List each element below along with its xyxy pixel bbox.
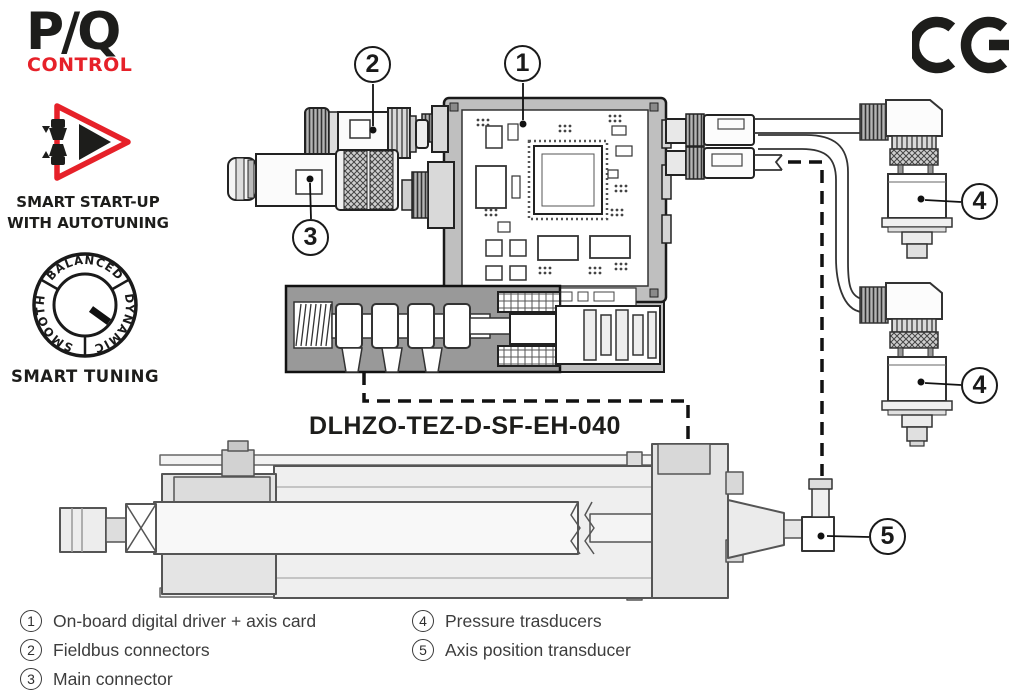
main-connector	[227, 149, 399, 211]
callout-4b: 4	[961, 367, 998, 404]
piston-rod	[153, 501, 579, 555]
smart-tuning-label: SMART TUNING	[11, 367, 159, 386]
dashed-connections	[362, 160, 824, 476]
ce-mark-icon	[912, 16, 1009, 74]
valve-spring	[295, 303, 332, 347]
position-transducer-housing	[727, 499, 785, 559]
play-triangle-plug-icon	[42, 103, 131, 181]
cable-to-position-transducer-link	[788, 160, 824, 476]
smart-startup-line1: SMART START-UP	[16, 193, 160, 211]
solenoid-coil-top	[497, 291, 561, 313]
legend-num-5: 5	[412, 639, 434, 661]
knob-pointer	[88, 306, 112, 325]
legend-num-4: 4	[412, 610, 434, 632]
product-code: DLHZO-TEZ-D-SF-EH-040	[309, 412, 621, 440]
position-transducer-connector	[801, 516, 835, 552]
legend-label-3: Main connector	[53, 668, 173, 689]
callout-leaders	[306, 83, 962, 540]
legend-label-1: On-board digital driver + axis card	[53, 610, 317, 631]
driver-housing	[401, 96, 672, 373]
valve-to-cylinder-link	[362, 372, 690, 441]
pq-logo-text: P/Q	[26, 2, 121, 62]
legend-num-1: 1	[20, 610, 42, 632]
legend-item-5: 5 Axis position transducer	[412, 639, 631, 661]
valve-drawing	[284, 284, 661, 374]
smart-startup-badge: SMART START-UP WITH AUTOTUNING	[0, 96, 176, 234]
legend-label-4: Pressure trasducers	[445, 610, 602, 631]
smart-startup-line2: WITH AUTOTUNING	[7, 214, 169, 232]
m12-cable-plug-top	[665, 113, 755, 147]
legend-num-2: 2	[20, 639, 42, 661]
legend-item-4: 4 Pressure trasducers	[412, 610, 631, 632]
callout-1: 1	[504, 45, 541, 82]
smart-tuning-badge: BALANCED DYNAMIC SMOOTH SMART TUNING	[0, 249, 170, 386]
callout-4a: 4	[961, 183, 998, 220]
legend-item-1: 1 On-board digital driver + axis card	[20, 610, 316, 632]
legend-label-5: Axis position transducer	[445, 639, 631, 660]
legend-column-1: 1 On-board digital driver + axis card 2 …	[20, 610, 316, 697]
pcb-board	[461, 109, 649, 307]
callout-2: 2	[354, 46, 391, 83]
callout-5: 5	[869, 518, 906, 555]
legend-num-3: 3	[20, 668, 42, 690]
legend-item-2: 2 Fieldbus connectors	[20, 639, 316, 661]
legend-item-3: 3 Main connector	[20, 668, 316, 690]
solenoid-coil-bottom	[497, 345, 561, 367]
pq-control-text: CONTROL	[27, 54, 133, 76]
rod-end	[59, 507, 107, 553]
callout-3: 3	[292, 219, 329, 256]
legend-label-2: Fieldbus connectors	[53, 639, 210, 660]
cylinder-drawing	[59, 440, 835, 601]
rotary-knob-icon: BALANCED DYNAMIC SMOOTH	[32, 252, 138, 358]
m12-cable-plug-bottom	[665, 146, 783, 180]
transducer-cables	[754, 118, 868, 313]
pq-control-logo: P/Q CONTROL	[26, 6, 132, 76]
legend-column-2: 4 Pressure trasducers 5 Axis position tr…	[412, 610, 631, 668]
pressure-transducer	[859, 99, 953, 259]
